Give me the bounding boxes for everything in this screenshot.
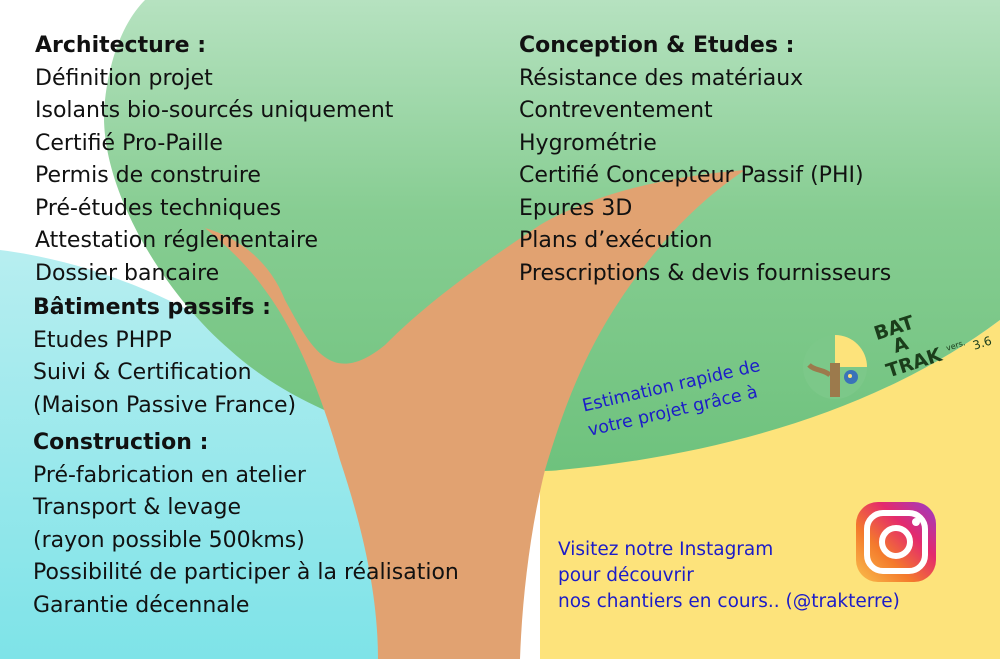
architecture-item: Pré-études techniques	[35, 195, 282, 221]
logo-version: 3.6	[970, 333, 994, 353]
architecture-section: Architecture : Définition projet Isolant…	[35, 30, 393, 290]
passifs-section: Bâtiments passifs : Etudes PHPP Suivi & …	[33, 292, 296, 422]
conception-item: Epures 3D	[519, 195, 633, 221]
construction-item: Transport & levage	[33, 495, 242, 520]
construction-item: Possibilité de participer à la réalisati…	[33, 560, 459, 585]
architecture-item: Permis de construire	[35, 163, 261, 188]
instagram-line: pour découvrir	[558, 565, 694, 586]
logo-version-prefix: vers.	[944, 338, 967, 353]
cyan-region	[0, 250, 446, 659]
passifs-item: Suivi & Certification	[33, 360, 252, 385]
passifs-title: Bâtiments passifs :	[33, 295, 271, 320]
conception-item: Contreventement	[519, 98, 713, 123]
construction-item: Pré-fabrication en atelier	[33, 462, 306, 488]
instagram-note[interactable]: Visitez notre Instagram pour découvrir n…	[558, 537, 900, 615]
tree-trunk	[205, 170, 745, 659]
conception-item: Hygrométrie	[519, 130, 657, 156]
construction-item: Garantie décennale	[33, 592, 250, 618]
construction-item: (rayon possible 500kms)	[33, 527, 305, 553]
architecture-title: Architecture :	[35, 33, 207, 58]
construction-title: Construction :	[33, 430, 209, 455]
architecture-item: Certifié Pro-Paille	[35, 130, 223, 156]
conception-title: Conception & Etudes :	[519, 33, 795, 58]
conception-item: Plans d’exécution	[519, 228, 713, 253]
conception-item: Prescriptions & devis fournisseurs	[519, 260, 892, 286]
instagram-handle-line[interactable]: nos chantiers en cours.. (@trakterre)	[558, 591, 900, 612]
architecture-item: Isolants bio-sourcés uniquement	[35, 98, 394, 123]
architecture-item: Définition projet	[35, 65, 213, 91]
conception-section: Conception & Etudes : Résistance des mat…	[519, 30, 891, 290]
instagram-icon	[856, 502, 936, 582]
construction-section: Construction : Pré-fabrication en atelie…	[33, 427, 459, 622]
passifs-item: Etudes PHPP	[33, 327, 172, 353]
architecture-item: Attestation réglementaire	[35, 228, 319, 253]
architecture-item: Dossier bancaire	[35, 260, 220, 286]
conception-item: Résistance des matériaux	[519, 65, 804, 91]
instagram-line: Visitez notre Instagram	[558, 539, 774, 560]
conception-item: Certifié Concepteur Passif (PHI)	[519, 163, 864, 188]
bat-a-trak-tree-logo	[803, 335, 867, 399]
passifs-item: (Maison Passive France)	[33, 392, 297, 418]
